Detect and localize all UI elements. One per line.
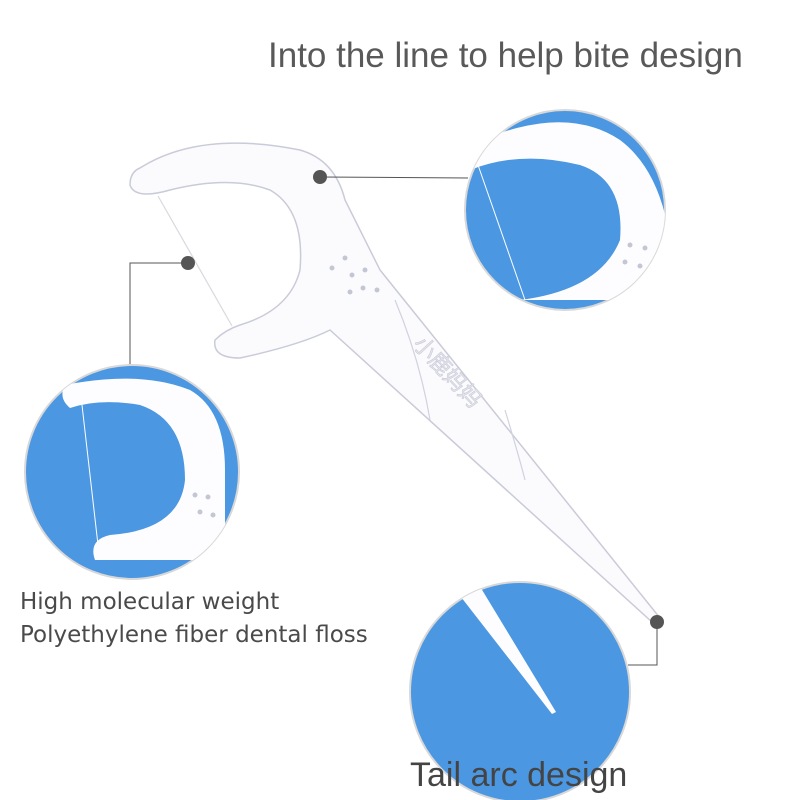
grip-dots <box>329 255 380 295</box>
zoom-circle-tail <box>409 581 631 800</box>
headline-bite-design: Into the line to help bite design <box>268 36 743 75</box>
callout-dot-bite <box>313 170 327 184</box>
floss-description: High molecular weight Polyethylene fiber… <box>20 586 368 652</box>
zoom-circle-floss <box>24 364 240 580</box>
connectors <box>129 176 658 666</box>
floss-description-line2: Polyethylene fiber dental floss <box>20 622 368 648</box>
floss-description-line1: High molecular weight <box>20 589 280 615</box>
zoom-circle-bite-design <box>464 109 666 311</box>
tail-arc-label: Tail arc design <box>410 756 628 794</box>
callout-dot-tail <box>650 615 664 629</box>
floss-line <box>157 195 233 327</box>
callout-dot-floss <box>181 256 195 270</box>
